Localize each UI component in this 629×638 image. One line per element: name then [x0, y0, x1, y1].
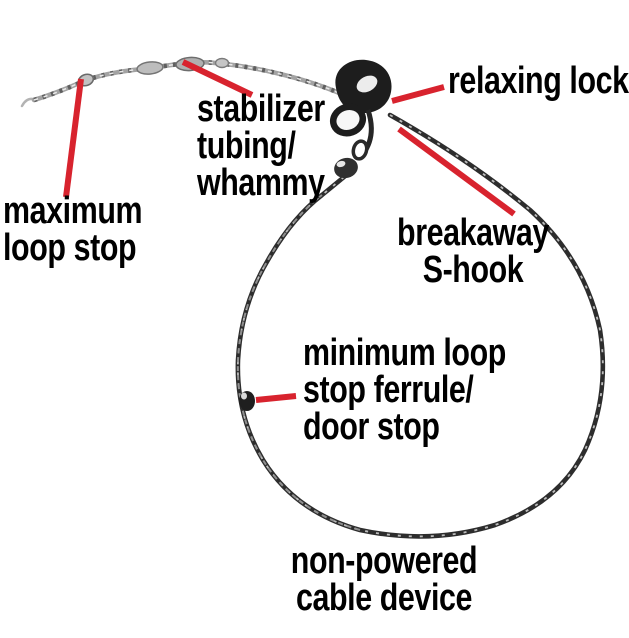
cable-crimp [214, 57, 230, 69]
label-line: tubing/ [197, 125, 296, 167]
label-line: non-powered [290, 540, 478, 582]
leader-line-maximum-loop-stop [63, 78, 84, 198]
label-line: stop ferrule/ [303, 369, 474, 411]
leader-line-relaxing-lock [391, 84, 445, 104]
label-minimum-loop-stop: minimum loop stop ferrule/ door stop [303, 332, 506, 448]
stabilizer-tubing [136, 61, 164, 75]
label-maximum-loop-stop: maximum loop stop [3, 190, 143, 269]
label-line: maximum [3, 190, 143, 232]
label-non-powered-cable-device: non-powered cable device [280, 540, 488, 619]
minimum-loop-stop-ferrule-drawing [239, 391, 255, 411]
cable-loop-drawing [235, 112, 606, 539]
label-line: minimum loop [303, 332, 506, 374]
label-line: whammy [197, 162, 325, 204]
label-breakaway-s-hook: breakaway S-hook [385, 212, 561, 291]
relaxing-lock-knot [329, 59, 392, 179]
label-line: stabilizer [197, 88, 325, 130]
label-line: door stop [303, 406, 440, 448]
label-relaxing-lock: relaxing lock [448, 60, 629, 102]
feed-cable-drawing [20, 56, 347, 108]
leader-line-stabilizer-tubing [181, 59, 254, 98]
label-line: S-hook [422, 249, 524, 291]
label-line: loop stop [3, 227, 137, 269]
leader-lines [63, 59, 516, 403]
label-line: relaxing lock [448, 60, 629, 102]
leader-line-minimum-loop-stop [255, 393, 297, 403]
label-stabilizer-tubing-whammy: stabilizer tubing/ whammy [197, 88, 325, 204]
label-line: breakaway [397, 212, 549, 254]
leader-line-breakaway-s-hook [397, 126, 516, 217]
label-line: cable device [295, 577, 473, 619]
